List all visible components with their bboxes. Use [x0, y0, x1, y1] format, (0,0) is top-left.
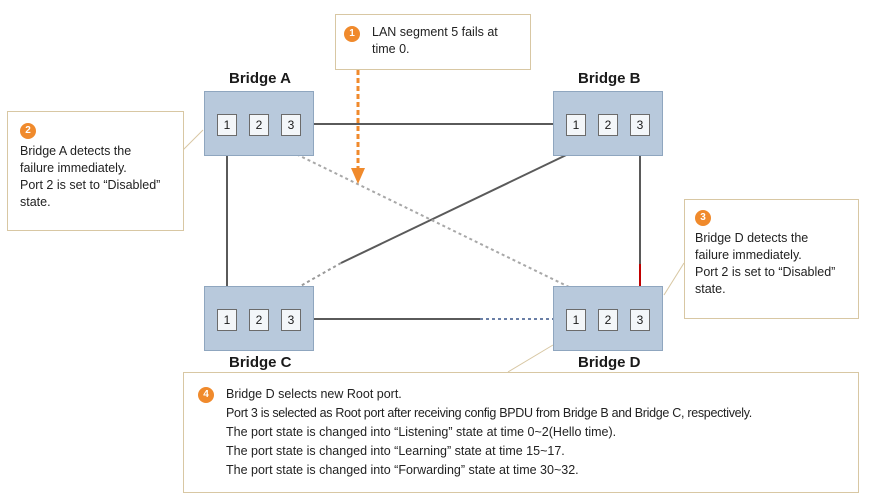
step-4-badge: 4: [198, 387, 214, 403]
callout-2: 2 Bridge A detects the failure immediate…: [7, 111, 184, 231]
bridge-c-port-2: 2: [249, 309, 269, 331]
bridge-d-port-2: 2: [598, 309, 618, 331]
bridge-b-port-1: 1: [566, 114, 586, 136]
callout-4-line-2: Port 3 is selected as Root port after re…: [226, 406, 752, 420]
bridge-c-title: Bridge C: [229, 354, 292, 371]
failed-lan-segment-5: [258, 135, 609, 307]
bridge-c-port-1: 1: [217, 309, 237, 331]
bridge-d-port-3: 3: [630, 309, 650, 331]
step-3-badge: 3: [695, 209, 711, 226]
callout-1: 1 LAN segment 5 fails at time 0.: [335, 14, 531, 70]
bridge-a-port-3: 3: [281, 114, 301, 136]
callout-1-line-2: time 0.: [372, 42, 410, 56]
callout-2-leader: [182, 129, 204, 151]
callout-4-line-3: The port state is changed into “Listenin…: [226, 425, 617, 439]
bridge-b-port-2: 2: [598, 114, 618, 136]
callout-4-leader: [507, 344, 554, 373]
link-b2-c2: [340, 134, 609, 264]
bridge-a-title: Bridge A: [229, 70, 291, 87]
bridge-d: 1 2 3: [553, 286, 663, 351]
bridge-b-title: Bridge B: [578, 70, 641, 87]
callout-3-line-2: failure immediately.: [695, 248, 802, 262]
callout-2-line-2: failure immediately.: [20, 161, 127, 175]
bridge-a-port-1: 1: [217, 114, 237, 136]
callout-3-leader: [663, 262, 685, 296]
callout-3-line-4: state.: [695, 282, 726, 296]
bridge-c-port-3: 3: [281, 309, 301, 331]
callout-4-line-5: The port state is changed into “Forwardi…: [226, 463, 579, 477]
bridge-c: 1 2 3: [204, 286, 314, 351]
step-2-badge: 2: [20, 122, 36, 139]
callout-3: 3 Bridge D detects the failure immediate…: [684, 199, 859, 319]
callout-4-line-4: The port state is changed into “Learning…: [226, 444, 565, 458]
callout-2-line-1: Bridge A detects the: [20, 144, 132, 158]
callout-3-line-1: Bridge D detects the: [695, 231, 809, 245]
failure-arrow-head: [351, 168, 365, 184]
bridge-a-port-2: 2: [249, 114, 269, 136]
callout-4: 4 Bridge D selects new Root port. Port 3…: [183, 372, 859, 493]
bridge-b: 1 2 3: [553, 91, 663, 156]
callout-2-line-4: state.: [20, 195, 51, 209]
bridge-d-port-1: 1: [566, 309, 586, 331]
callout-4-line-1: Bridge D selects new Root port.: [226, 387, 402, 401]
bridge-b-port-3: 3: [630, 114, 650, 136]
bridge-a: 1 2 3: [204, 91, 314, 156]
bridge-d-title: Bridge D: [578, 354, 641, 371]
callout-2-line-3: Port 2 is set to “Disabled”: [20, 178, 161, 192]
step-1-badge: 1: [344, 26, 360, 42]
callout-1-line-1: LAN segment 5 fails at: [372, 25, 498, 39]
callout-3-line-3: Port 2 is set to “Disabled”: [695, 265, 836, 279]
